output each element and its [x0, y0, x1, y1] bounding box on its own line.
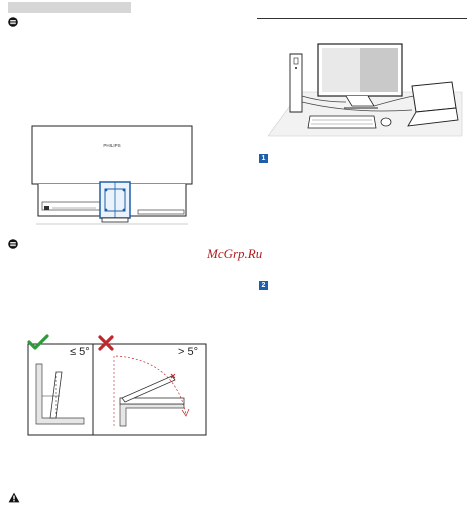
check-icon: [27, 334, 49, 350]
section-header-bar: [8, 2, 131, 13]
note-icon: [8, 17, 18, 27]
desk-setup-illustration: [267, 43, 463, 137]
monitor-brand-label: PHILIPS: [103, 143, 120, 148]
cross-marker-icon: [170, 373, 176, 379]
tilt-ok-label: ≤ 5°: [70, 346, 90, 358]
tilt-angle-diagram: [27, 343, 207, 436]
cross-icon: [98, 335, 114, 351]
note-icon: [8, 239, 18, 249]
step-badge: 2: [259, 281, 268, 290]
watermark-text: McGrp.Ru: [207, 246, 263, 261]
monitor-rear-illustration: PHILIPS: [31, 125, 193, 225]
warning-icon: [8, 492, 20, 503]
step-badge: 1: [259, 154, 268, 163]
section-divider: [257, 18, 467, 19]
tilt-bad-label: > 5°: [178, 346, 198, 358]
